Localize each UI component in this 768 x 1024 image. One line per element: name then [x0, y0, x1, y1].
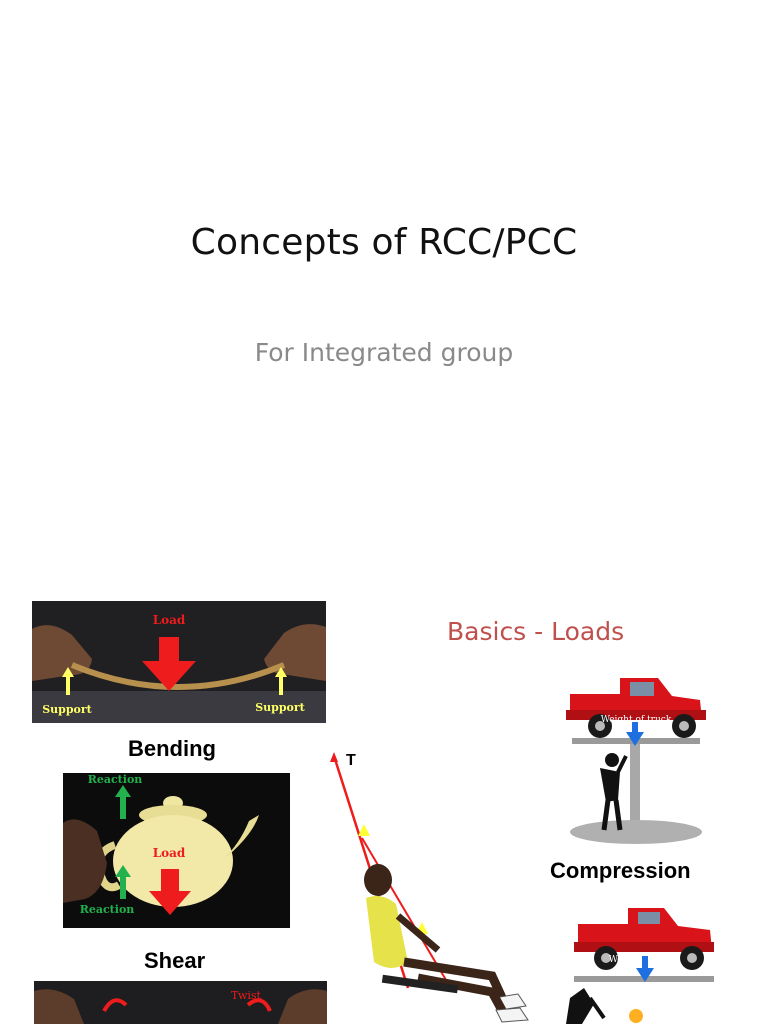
reaction-bottom-label: Reaction — [80, 903, 135, 916]
section-title: Basics - Loads — [447, 617, 625, 646]
support-right-label: Support — [255, 701, 305, 714]
bending-photo: Load Support Support — [32, 601, 326, 723]
bending-load-label: Load — [153, 613, 186, 627]
shear-load-arrow-icon — [149, 869, 191, 915]
lower-truck-icon — [574, 908, 714, 970]
tension-arrow-icon — [330, 752, 338, 762]
tension-swing-illustration — [322, 748, 554, 1024]
reaction-arrow-top-icon — [115, 785, 131, 819]
teapot-icon — [95, 796, 259, 907]
compression-weight-label: Weight of truck — [601, 715, 672, 725]
man-silhouette-icon — [600, 753, 628, 831]
impact-spark-icon — [629, 1009, 643, 1023]
compression-arrow-icon — [626, 722, 644, 746]
caption-tension-label: T — [346, 752, 356, 769]
girl-on-swing-icon — [364, 864, 529, 1023]
crushed-man-icon — [566, 988, 606, 1024]
shear-load-label: Load — [153, 846, 186, 860]
support-left-label: Support — [42, 703, 92, 716]
caption-bending: Bending — [128, 736, 216, 761]
shear-photo: Reaction Reaction Load — [63, 773, 290, 928]
reaction-arrow-bottom-icon — [115, 865, 131, 899]
twist-arrow-left-icon — [102, 998, 128, 1013]
slide-title: Concepts of RCC/PCC — [190, 222, 578, 263]
column-icon — [630, 744, 640, 836]
caption-compression: Compression — [550, 858, 691, 883]
load-arrow-icon — [142, 637, 196, 691]
torsion-photo: Twist — [34, 981, 327, 1024]
reaction-top-label: Reaction — [88, 773, 143, 786]
twist-label: Twist — [231, 989, 262, 1002]
compression-illustration: Weight of truck — [560, 664, 712, 848]
base-plate-icon — [570, 820, 702, 844]
support-arrow-right-icon — [275, 667, 287, 695]
caption-shear: Shear — [144, 948, 206, 973]
support-arrow-left-icon — [62, 667, 74, 695]
truck-icon — [566, 678, 706, 738]
twist-arrow-right-icon — [246, 998, 272, 1012]
slide-subtitle: For Integrated group — [254, 338, 514, 367]
lower-compression-arrow-icon — [636, 956, 654, 982]
title-slide: Concepts of RCC/PCC For Integrated group — [190, 222, 578, 367]
lower-truck-illustration: Weight of truck — [560, 900, 722, 1024]
